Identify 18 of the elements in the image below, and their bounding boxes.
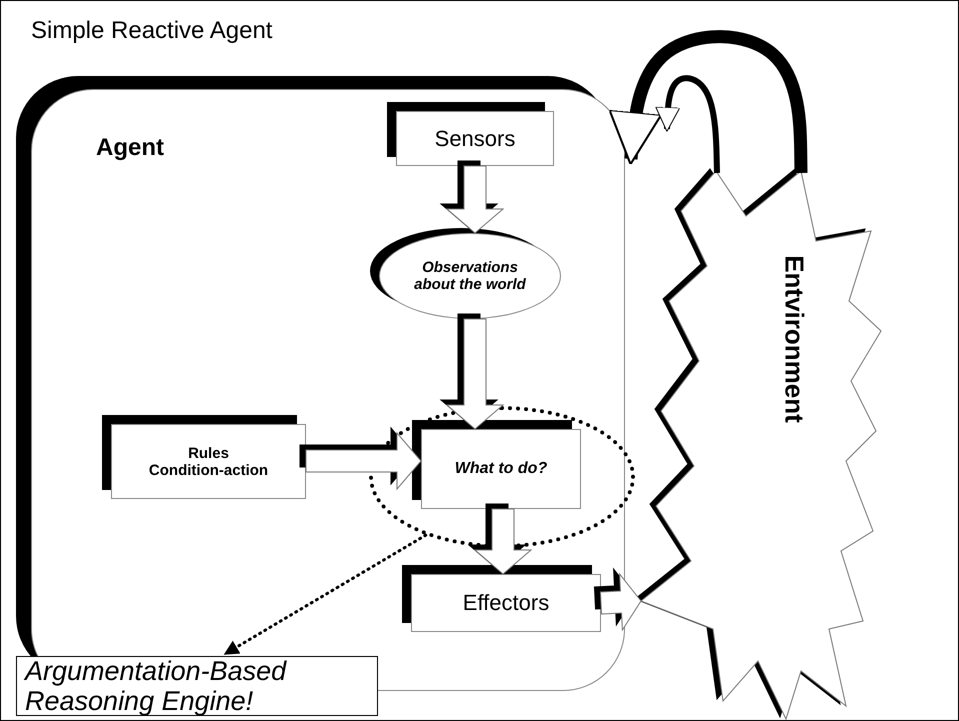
note-box — [16, 656, 378, 716]
curved-arrow — [608, 30, 808, 174]
node-label: Rules Condition-action — [148, 444, 270, 478]
panel-heading: Agent — [96, 134, 164, 162]
node-label: Effectors — [462, 590, 550, 616]
node-label: Sensors — [434, 126, 516, 152]
diagram-title: Simple Reactive Agent — [31, 17, 272, 45]
node-label: What to do? — [454, 460, 548, 478]
block-arrow — [600, 572, 642, 632]
node-label: Observations about the world — [413, 259, 527, 293]
block-arrow — [474, 508, 532, 575]
curved-arrow — [655, 75, 720, 174]
node-label: Argumentation-Based Reasoning Engine! — [25, 656, 288, 716]
block-arrow — [446, 166, 504, 234]
leader-line — [224, 534, 428, 656]
environment-label: Entvironment — [778, 255, 810, 423]
block-arrow — [306, 432, 422, 490]
block-arrow — [446, 318, 504, 430]
